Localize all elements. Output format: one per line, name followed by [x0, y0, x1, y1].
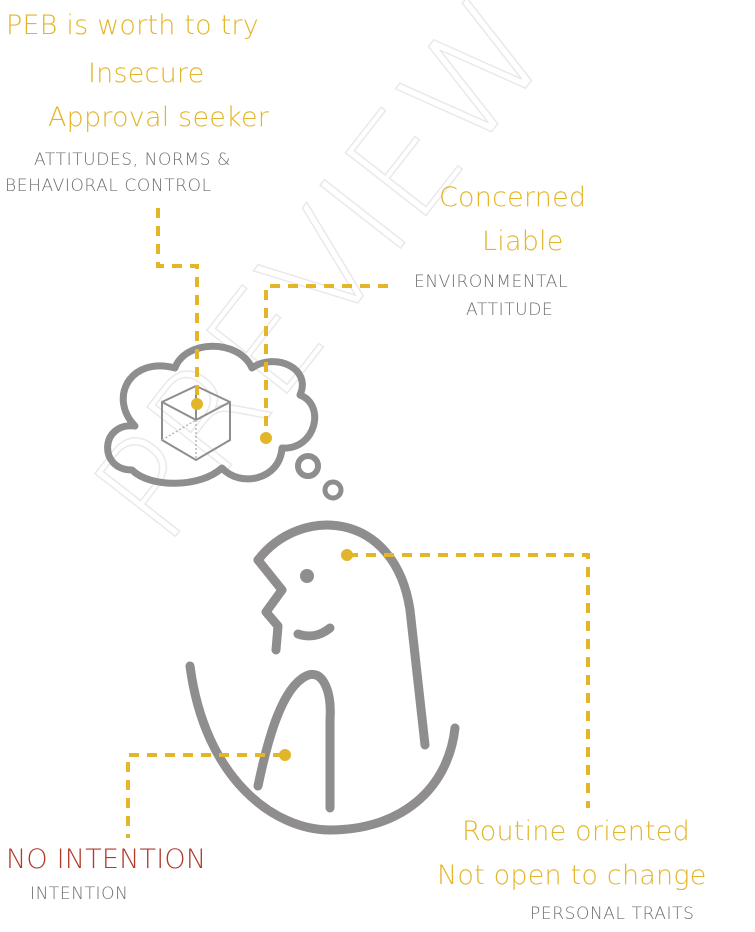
intention-category: INTENTION — [30, 884, 129, 904]
attitudes-value-1: PEB is worth to try — [6, 10, 259, 41]
personal-value-1: Routine oriented — [462, 816, 690, 847]
thought-cloud — [104, 342, 319, 487]
person-eye — [300, 569, 314, 583]
thought-bubble-medium — [295, 453, 321, 479]
connector-dot-head — [341, 549, 353, 561]
intention-value: NO INTENTION — [6, 844, 207, 875]
attitudes-category-line-1: ATTITUDES, NORMS & — [34, 150, 231, 170]
person-rocker-arc — [185, 661, 460, 835]
environmental-category-line-1: ENVIRONMENTAL — [414, 272, 569, 292]
connector-dot-cloud — [260, 432, 272, 444]
connector-environmental — [264, 284, 388, 436]
connector-dot-arm — [279, 749, 291, 761]
environmental-category-line-2: ATTITUDE — [466, 300, 554, 320]
environmental-value-2: Liable — [482, 226, 564, 257]
connector-personal — [348, 553, 590, 808]
thought-bubble-small — [322, 479, 344, 501]
person-figure — [185, 520, 460, 835]
attitudes-value-3: Approval seeker — [48, 102, 270, 133]
personal-value-2: Not open to change — [437, 860, 707, 891]
person-mouth — [293, 623, 335, 641]
person-head-outline — [253, 520, 430, 750]
attitudes-value-2: Insecure — [88, 58, 205, 89]
connector-attitudes — [156, 208, 199, 402]
person-arm — [253, 669, 335, 813]
personal-category: PERSONAL TRAITS — [530, 904, 695, 924]
connector-dot-cube — [191, 398, 203, 410]
attitudes-category-line-2: BEHAVIORAL CONTROL — [5, 176, 212, 196]
person-face-profile — [253, 555, 287, 655]
environmental-value-1: Concerned — [439, 182, 587, 213]
